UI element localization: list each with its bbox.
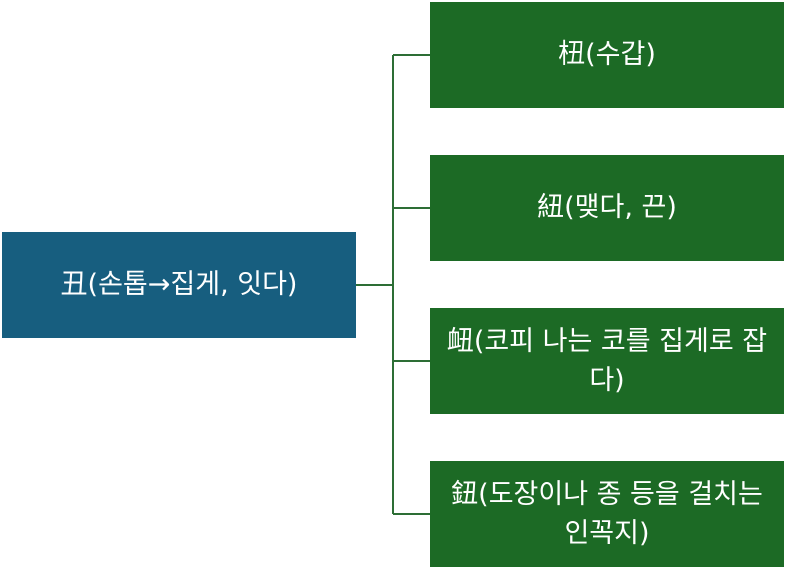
child-node-handcuffs: 杻(수갑) bbox=[430, 2, 784, 108]
child-node-tie: 紐(맺다, 끈) bbox=[430, 155, 784, 261]
child-node-knob: 鈕(도장이나 종 등을 걸치는 인꼭지) bbox=[430, 461, 784, 567]
child-node-label: 衄(코피 나는 코를 집게로 잡다) bbox=[446, 325, 768, 396]
child-node-label: 鈕(도장이나 종 등을 걸치는 인꼭지) bbox=[451, 478, 763, 549]
child-node-label: 紐(맺다, 끈) bbox=[537, 192, 677, 224]
root-node-label: 丑(손톱→집게, 잇다) bbox=[60, 269, 298, 301]
child-node-label: 杻(수갑) bbox=[558, 39, 656, 71]
child-node-nosebleed: 衄(코피 나는 코를 집게로 잡다) bbox=[430, 308, 784, 414]
root-node: 丑(손톱→집게, 잇다) bbox=[2, 232, 356, 338]
